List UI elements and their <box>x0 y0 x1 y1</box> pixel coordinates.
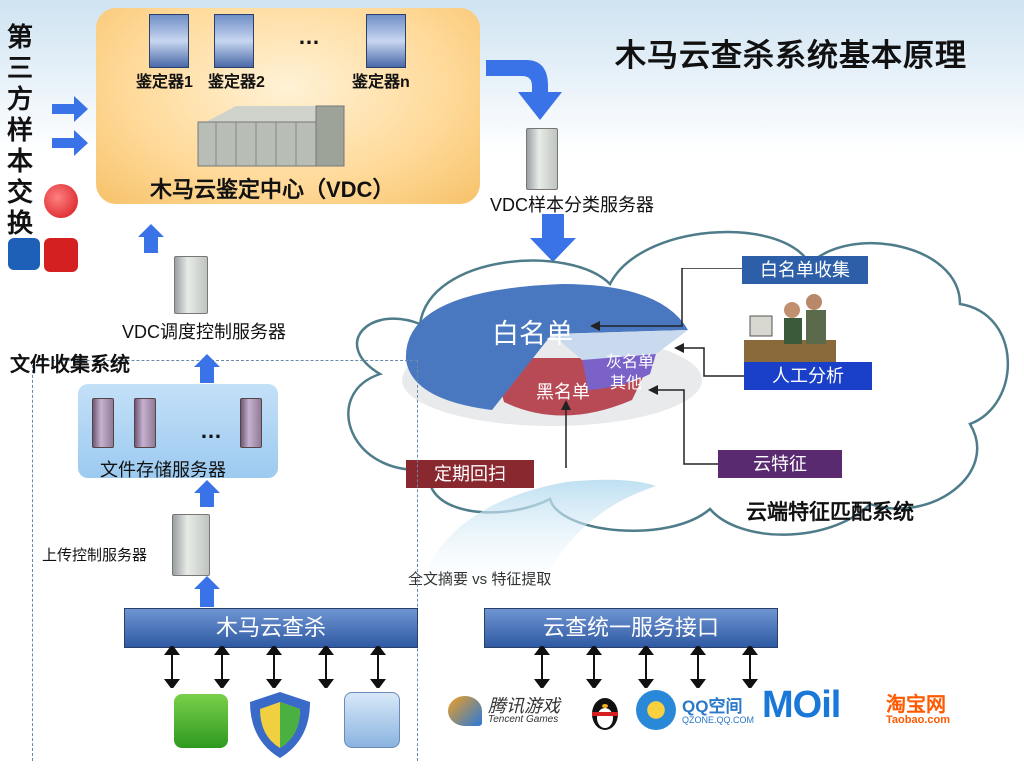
blacklist-label: 黑名单 <box>536 382 590 402</box>
taobao-logo: 淘宝网 Taobao.com <box>886 688 962 732</box>
third-party-arrows <box>52 96 88 156</box>
appraiser-label-2: 鉴定器2 <box>208 74 265 91</box>
kingsoft-logo-icon <box>8 238 40 270</box>
third-party-label: 第三方样本交换 <box>6 22 40 239</box>
whitelist-collect-tag: 白名单收集 <box>742 256 868 284</box>
cloud-connectors <box>561 268 744 468</box>
graylist-label: 灰名单 <box>606 354 655 371</box>
qzone-star-icon <box>636 690 676 730</box>
crosshair-app-icon <box>344 692 400 748</box>
unified-service-interface-bar: 云查统一服务接口 <box>484 608 778 648</box>
tencent-games-en-text: Tencent Games <box>488 714 559 725</box>
storage-server-label: 文件存储服务器 <box>100 460 226 480</box>
trend-logo-icon <box>44 184 78 218</box>
qzone-en-text: QZONE.QQ.COM <box>682 715 754 725</box>
file-collection-region <box>32 360 418 761</box>
appraiser-rack-icon <box>214 14 254 68</box>
trojan-cloud-kill-bar: 木马云查杀 <box>124 608 418 648</box>
other-label: 其他 <box>610 375 643 392</box>
appraiser-rack-icon <box>366 14 406 68</box>
dispatch-to-storage-arrow-head <box>194 354 220 367</box>
extract-arrow <box>416 479 656 602</box>
extract-label: 全文摘要 vs 特征提取 <box>408 571 552 588</box>
blacklist-whitelist-pie <box>402 284 702 426</box>
cloud-matching-label: 云端特征匹配系统 <box>746 501 914 524</box>
page-title: 木马云查杀系统基本原理 <box>615 38 967 73</box>
upload-to-storage-arrow-head <box>194 480 220 493</box>
tencent-games-icon <box>448 696 482 726</box>
bar-to-upload-arrow-stem <box>200 589 214 607</box>
classifier-down-arrow <box>530 214 576 262</box>
whitelist-label: 白名单 <box>492 319 573 349</box>
storage-server-icon <box>92 398 114 448</box>
vdc-center-label: 木马云鉴定中心（VDC） <box>150 177 395 202</box>
server-farm-icon <box>197 105 346 167</box>
storage-server-icon <box>134 398 156 448</box>
dispatch-up-arrow-head <box>138 224 164 237</box>
upload-server-icon <box>172 514 210 576</box>
tencent-games-cn-text: 腾讯游戏 <box>488 696 560 716</box>
dispatch-server-icon <box>174 256 208 314</box>
right-bar-connectors <box>534 646 758 688</box>
dispatch-server-label: VDC调度控制服务器 <box>122 322 287 342</box>
analysts-icon <box>744 294 836 362</box>
appraiser-label-n: 鉴定器n <box>352 74 410 91</box>
dispatch-to-storage-arrow-stem <box>200 367 214 383</box>
avira-logo-icon <box>44 238 78 272</box>
moil-logo: MOil <box>762 684 841 726</box>
green-shield-app-icon <box>174 694 228 748</box>
dispatch-up-arrow-stem <box>144 237 158 253</box>
third-party-text: 第三方样本交换 <box>6 22 33 238</box>
taobao-en-text: Taobao.com <box>886 714 950 726</box>
guard-shield-icon <box>250 692 310 758</box>
manual-analysis-tag: 人工分析 <box>744 362 872 390</box>
taobao-cn-text: 淘宝网 <box>886 694 946 716</box>
appraiser-rack-icon <box>149 14 189 68</box>
classifier-server-label: VDC样本分类服务器 <box>490 195 655 215</box>
storage-ellipsis: … <box>200 418 222 443</box>
vdc-to-classifier-arrow <box>486 60 562 120</box>
upload-to-storage-arrow-stem <box>200 493 214 507</box>
qzone-cn-text: QQ空间 <box>682 697 743 716</box>
cloud-feature-tag: 云特征 <box>718 450 842 478</box>
storage-server-icon <box>240 398 262 448</box>
classifier-server-icon <box>526 128 558 190</box>
appraiser-ellipsis: … <box>298 24 320 49</box>
bar-to-upload-arrow-head <box>194 576 220 589</box>
appraiser-label-1: 鉴定器1 <box>136 74 193 91</box>
left-bar-connectors <box>164 646 386 688</box>
tencent-games-logo: 腾讯游戏 Tencent Games <box>448 692 578 732</box>
periodic-rescan-tag: 定期回扫 <box>406 460 534 488</box>
upload-server-label: 上传控制服务器 <box>42 547 148 564</box>
qq-penguin-icon <box>592 698 618 730</box>
file-collection-label: 文件收集系统 <box>10 354 130 376</box>
qzone-logo: QQ空间 QZONE.QQ.COM <box>636 688 754 732</box>
